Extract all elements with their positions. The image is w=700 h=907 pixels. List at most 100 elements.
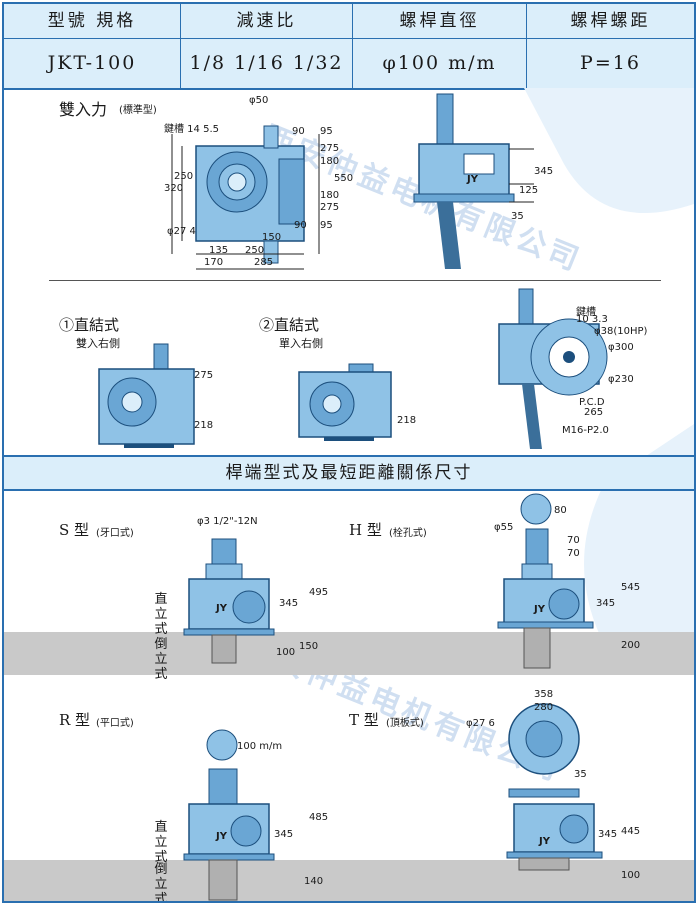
brand-badge-top: JY [467, 174, 478, 185]
dim-180-top: 180 [320, 156, 340, 167]
t-dim-100: 100 [621, 870, 641, 881]
header-col-pitch: 螺桿螺距 P=16 [527, 4, 694, 88]
header-heading-model: 型號 規格 [4, 4, 180, 39]
header-value-diameter: φ100 m/m [382, 52, 497, 74]
t-dim-345: 345 [598, 829, 618, 840]
flange-key-size: 10 3.3 [576, 314, 608, 325]
header-col-model: 型號 規格 JKT-100 [4, 4, 181, 88]
dim-35: 35 [511, 211, 524, 222]
dim-135: 135 [209, 245, 229, 256]
header-value-ratio: 1/8 1/16 1/32 [189, 52, 344, 74]
h-type-drawing [497, 493, 594, 669]
top-plan-drawing [171, 125, 320, 270]
flange-drawing [498, 288, 608, 449]
direct2-sub: 單入右側 [279, 337, 323, 350]
ground-band-upper [4, 632, 694, 675]
h-dim-phi55: φ55 [494, 522, 514, 533]
dim-125: 125 [519, 185, 539, 196]
dim-218-direct1: 218 [194, 420, 214, 431]
h-dim-70-top: 70 [567, 535, 580, 546]
dim-95-top: 95 [320, 126, 333, 137]
r-upright-label: 直立式 [154, 820, 168, 865]
top-side-drawing [413, 93, 534, 269]
header-col-diameter: 螺桿直徑 φ100 m/m [353, 4, 527, 88]
r-dim-485: 485 [309, 812, 329, 823]
s-upright-label: 直立式 [154, 592, 168, 637]
brand-badge-h: JY [534, 604, 545, 615]
dual-input-title: 雙入力 [59, 100, 108, 119]
dim-170: 170 [204, 257, 224, 268]
r-inverted-label: 倒立式 [154, 862, 168, 903]
r-dia: 100 m/m [237, 741, 283, 752]
t-dim-358: 358 [534, 689, 554, 700]
h-dim-200: 200 [621, 640, 641, 651]
dim-95-bottom: 95 [320, 220, 333, 231]
direct1-sub: 雙入右側 [76, 337, 120, 350]
hole-note: φ27 4 [167, 226, 196, 237]
spec-header: 型號 規格 JKT-100 減速比 1/8 1/16 1/32 螺桿直徑 φ10… [4, 4, 694, 90]
r-type-title: R 型 [59, 711, 91, 729]
h-type-note: (栓孔式) [389, 528, 427, 539]
s-dim-345: 345 [279, 598, 299, 609]
shaft-dia-label: φ50 [249, 95, 269, 106]
r-type-drawing [183, 729, 275, 901]
dim-218-direct2: 218 [397, 415, 417, 426]
ground-band-lower [4, 860, 694, 901]
dim-150: 150 [262, 232, 282, 243]
dim-250-left: 250 [174, 171, 194, 182]
dim-90-bottom: 90 [294, 220, 307, 231]
h-type-title: H 型 [349, 521, 382, 539]
h-dim-80: 80 [554, 505, 567, 516]
flange-shaft-dia: φ38(10HP) [594, 326, 648, 337]
h-dim-345: 345 [596, 598, 616, 609]
direct2-drawing [298, 363, 392, 441]
dim-320-left: 320 [164, 183, 184, 194]
s-inverted-label: 倒立式 [154, 637, 168, 682]
brand-badge-s: JY [216, 603, 227, 614]
dim-275-direct1: 275 [194, 370, 214, 381]
h-dim-70-bottom: 70 [567, 548, 580, 559]
t-type-title: T 型 [349, 711, 379, 729]
divider-top [49, 280, 661, 281]
r-dim-140: 140 [304, 876, 324, 887]
header-col-ratio: 減速比 1/8 1/16 1/32 [181, 4, 353, 88]
header-value-model: JKT-100 [47, 52, 137, 74]
key-note: 鍵槽 14 5.5 [164, 124, 219, 135]
s-type-note: (牙口式) [96, 528, 134, 539]
header-value-pitch: P=16 [580, 52, 641, 74]
s-dim-100: 100 [276, 647, 296, 658]
h-dim-545: 545 [621, 582, 641, 593]
flange-dia-300: φ300 [608, 342, 634, 353]
t-dim-445: 445 [621, 826, 641, 837]
t-dim-280: 280 [534, 702, 554, 713]
dim-275-bottom: 275 [320, 202, 340, 213]
s-type-title: S 型 [59, 521, 90, 539]
header-heading-ratio: 減速比 [181, 4, 352, 39]
brand-badge-t: JY [539, 836, 550, 847]
t-type-drawing [506, 703, 603, 871]
dim-550: 550 [334, 173, 354, 184]
direct1-drawing [98, 343, 195, 448]
t-type-note: (頂板式) [386, 718, 424, 729]
dim-250-bottom: 250 [245, 245, 265, 256]
s-type-drawing [183, 538, 275, 664]
dim-275-top: 275 [320, 143, 340, 154]
r-type-note: (平口式) [96, 718, 134, 729]
dim-90-top: 90 [292, 126, 305, 137]
dim-180-bottom: 180 [320, 190, 340, 201]
s-dim-495: 495 [309, 587, 329, 598]
s-type-thread: φ3 1/2"-12N [197, 516, 258, 527]
flange-pcd-value: 265 [584, 407, 604, 418]
header-heading-pitch: 螺桿螺距 [527, 4, 694, 39]
brand-badge-r: JY [216, 831, 227, 842]
header-heading-diameter: 螺桿直徑 [353, 4, 526, 39]
section-title: 桿端型式及最短距離關係尺寸 [4, 455, 694, 491]
t-dim-holes: φ27 6 [466, 718, 495, 729]
flange-key: 鍵槽 [576, 307, 596, 318]
dual-input-note: (標準型) [119, 105, 157, 116]
direct2-title: ②直結式 [259, 316, 320, 334]
t-dim-35: 35 [574, 769, 587, 780]
flange-bolt: M16-P2.0 [562, 425, 609, 436]
r-dim-345: 345 [274, 829, 294, 840]
